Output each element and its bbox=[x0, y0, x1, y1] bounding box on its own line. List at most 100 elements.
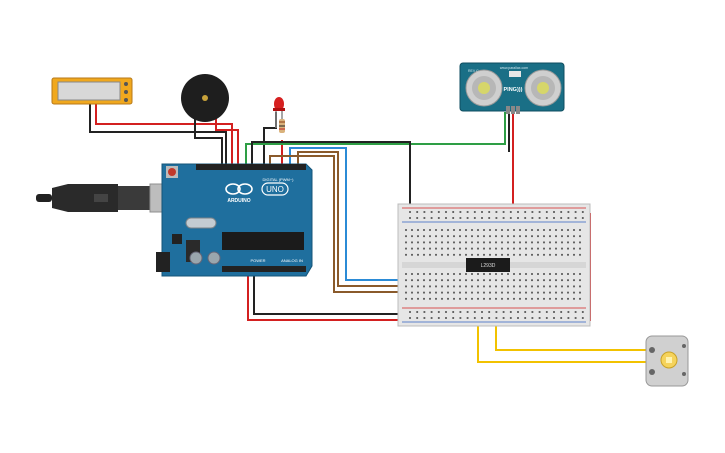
breadboard-hole[interactable] bbox=[483, 291, 485, 294]
breadboard-hole[interactable] bbox=[531, 317, 534, 319]
breadboard-hole[interactable] bbox=[519, 247, 521, 250]
breadboard-hole[interactable] bbox=[531, 291, 533, 294]
breadboard-hole[interactable] bbox=[471, 273, 473, 275]
breadboard-hole[interactable] bbox=[452, 217, 455, 219]
breadboard-hole[interactable] bbox=[519, 235, 521, 238]
breadboard-hole[interactable] bbox=[555, 235, 557, 238]
breadboard-hole[interactable] bbox=[459, 211, 462, 213]
breadboard-hole[interactable] bbox=[411, 247, 413, 250]
breadboard-hole[interactable] bbox=[501, 247, 503, 250]
breadboard-hole[interactable] bbox=[445, 217, 447, 219]
breadboard-hole[interactable] bbox=[466, 217, 469, 219]
display-module[interactable] bbox=[51, 77, 133, 105]
breadboard-hole[interactable] bbox=[531, 297, 533, 300]
breadboard-hole[interactable] bbox=[560, 317, 563, 319]
breadboard-hole[interactable] bbox=[445, 317, 447, 319]
breadboard-hole[interactable] bbox=[549, 297, 551, 300]
breadboard-hole[interactable] bbox=[573, 291, 575, 294]
breadboard-hole[interactable] bbox=[543, 285, 545, 288]
breadboard-hole[interactable] bbox=[466, 311, 469, 313]
breadboard-hole[interactable] bbox=[459, 253, 461, 256]
breadboard-hole[interactable] bbox=[429, 253, 431, 256]
breadboard-hole[interactable] bbox=[502, 211, 505, 213]
breadboard-hole[interactable] bbox=[501, 279, 503, 282]
breadboard-hole[interactable] bbox=[488, 211, 491, 213]
breadboard-hole[interactable] bbox=[525, 285, 527, 288]
breadboard-hole[interactable] bbox=[435, 279, 437, 282]
breadboard-hole[interactable] bbox=[525, 247, 527, 250]
breadboard-hole[interactable] bbox=[477, 297, 479, 300]
breadboard-hole[interactable] bbox=[495, 211, 498, 213]
breadboard-hole[interactable] bbox=[489, 241, 491, 244]
breadboard-hole[interactable] bbox=[501, 229, 503, 231]
breadboard-hole[interactable] bbox=[561, 279, 563, 282]
breadboard-hole[interactable] bbox=[579, 241, 581, 244]
breadboard-hole[interactable] bbox=[417, 247, 419, 250]
breadboard-hole[interactable] bbox=[435, 247, 437, 250]
breadboard-hole[interactable] bbox=[507, 241, 509, 244]
breadboard-hole[interactable] bbox=[561, 235, 563, 238]
breadboard-hole[interactable] bbox=[495, 285, 497, 288]
breadboard-hole[interactable] bbox=[543, 273, 545, 275]
breadboard-hole[interactable] bbox=[405, 279, 407, 282]
breadboard-hole[interactable] bbox=[537, 285, 539, 288]
breadboard-hole[interactable] bbox=[423, 253, 425, 256]
breadboard-hole[interactable] bbox=[507, 235, 509, 238]
breadboard-hole[interactable] bbox=[501, 235, 503, 238]
breadboard-hole[interactable] bbox=[409, 217, 411, 219]
breadboard-hole[interactable] bbox=[579, 285, 581, 288]
breadboard-hole[interactable] bbox=[507, 291, 509, 294]
breadboard-hole[interactable] bbox=[567, 241, 569, 244]
breadboard-hole[interactable] bbox=[513, 273, 515, 275]
breadboard-hole[interactable] bbox=[543, 235, 545, 238]
breadboard-hole[interactable] bbox=[447, 247, 449, 250]
breadboard-hole[interactable] bbox=[501, 291, 503, 294]
breadboard-hole[interactable] bbox=[507, 273, 509, 275]
resistor[interactable] bbox=[279, 119, 285, 133]
breadboard-hole[interactable] bbox=[465, 291, 467, 294]
breadboard-hole[interactable] bbox=[519, 253, 521, 256]
breadboard-hole[interactable] bbox=[445, 311, 447, 313]
breadboard-hole[interactable] bbox=[477, 253, 479, 256]
breadboard-hole[interactable] bbox=[519, 285, 521, 288]
breadboard-hole[interactable] bbox=[513, 247, 515, 250]
wire-power-black[interactable] bbox=[253, 276, 410, 315]
breadboard-hole[interactable] bbox=[495, 291, 497, 294]
breadboard-hole[interactable] bbox=[537, 247, 539, 250]
breadboard-hole[interactable] bbox=[429, 241, 431, 244]
breadboard-hole[interactable] bbox=[481, 217, 483, 219]
breadboard-hole[interactable] bbox=[525, 291, 527, 294]
dc-motor-icon[interactable] bbox=[645, 335, 689, 387]
breadboard-hole[interactable] bbox=[477, 273, 479, 275]
breadboard-hole[interactable] bbox=[483, 235, 485, 238]
breadboard-hole[interactable] bbox=[471, 285, 473, 288]
breadboard-hole[interactable] bbox=[507, 253, 509, 256]
breadboard-hole[interactable] bbox=[524, 217, 527, 219]
breadboard-hole[interactable] bbox=[488, 311, 491, 313]
breadboard-hole[interactable] bbox=[441, 297, 443, 300]
breadboard-hole[interactable] bbox=[489, 273, 491, 275]
breadboard-hole[interactable] bbox=[417, 297, 419, 300]
breadboard-hole[interactable] bbox=[507, 229, 509, 231]
breadboard-hole[interactable] bbox=[573, 279, 575, 282]
breadboard-hole[interactable] bbox=[447, 291, 449, 294]
breadboard-hole[interactable] bbox=[525, 253, 527, 256]
breadboard-hole[interactable] bbox=[579, 229, 581, 231]
breadboard-hole[interactable] bbox=[537, 235, 539, 238]
breadboard-hole[interactable] bbox=[441, 291, 443, 294]
breadboard-hole[interactable] bbox=[473, 317, 476, 319]
breadboard-hole[interactable] bbox=[435, 253, 437, 256]
breadboard-hole[interactable] bbox=[441, 279, 443, 282]
breadboard-hole[interactable] bbox=[524, 317, 527, 319]
breadboard-hole[interactable] bbox=[489, 247, 491, 250]
breadboard-hole[interactable] bbox=[483, 229, 485, 231]
breadboard-hole[interactable] bbox=[495, 247, 497, 250]
breadboard-hole[interactable] bbox=[459, 217, 462, 219]
breadboard-hole[interactable] bbox=[519, 291, 521, 294]
breadboard-hole[interactable] bbox=[459, 317, 462, 319]
breadboard-hole[interactable] bbox=[405, 247, 407, 250]
breadboard-hole[interactable] bbox=[555, 247, 557, 250]
breadboard-hole[interactable] bbox=[517, 217, 519, 219]
breadboard-hole[interactable] bbox=[465, 279, 467, 282]
breadboard-hole[interactable] bbox=[489, 279, 491, 282]
